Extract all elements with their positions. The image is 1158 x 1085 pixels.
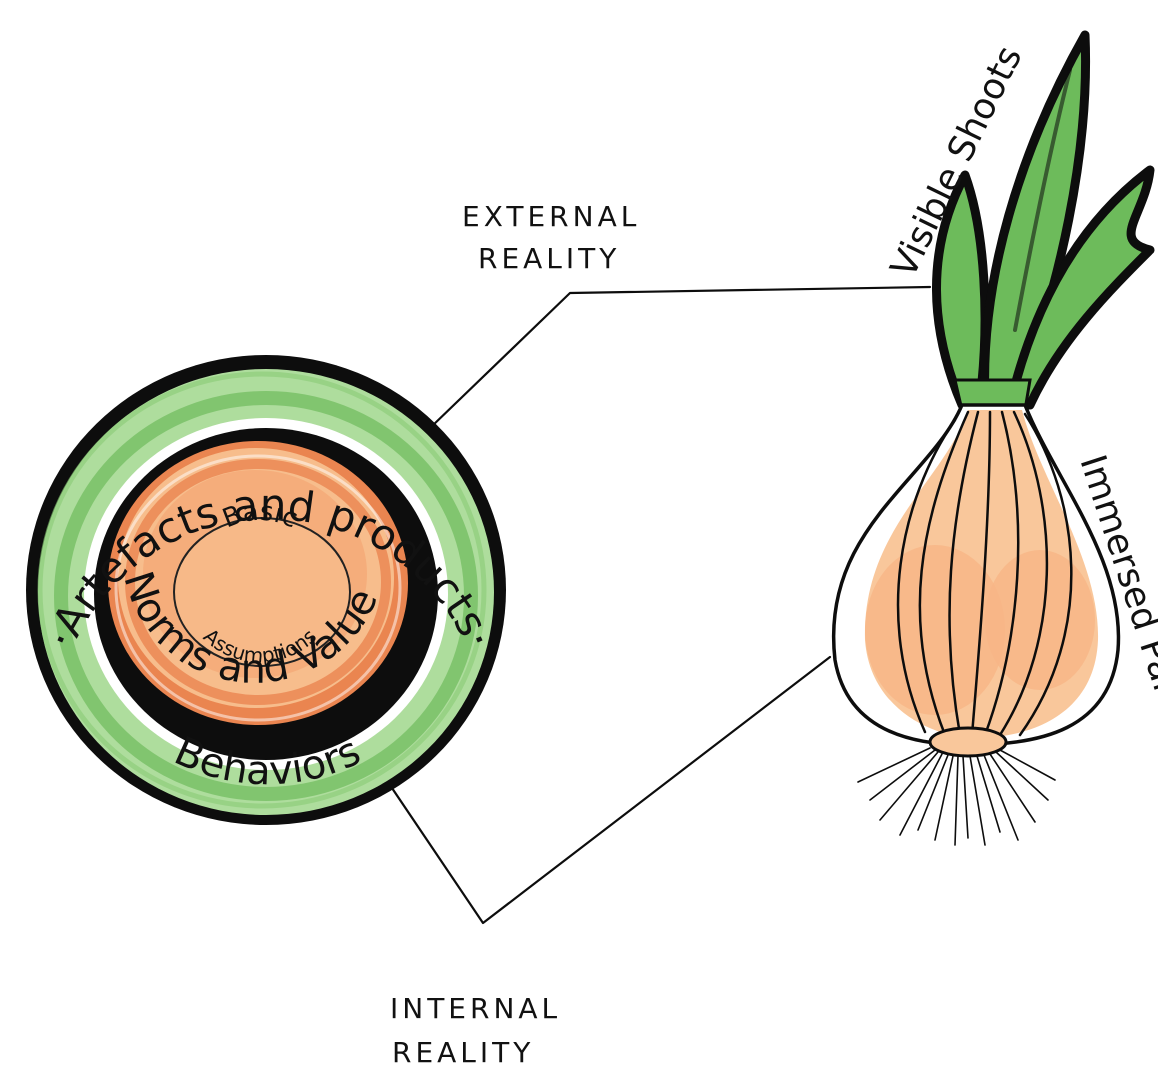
external-reality-connector bbox=[430, 287, 930, 428]
svg-text:EXTERNAL: EXTERNAL bbox=[462, 200, 640, 233]
svg-text:REALITY: REALITY bbox=[478, 242, 620, 275]
onion-plant-illustration bbox=[834, 35, 1150, 845]
external-reality-label: EXTERNAL REALITY bbox=[462, 200, 640, 275]
roots-icon bbox=[858, 748, 1055, 845]
svg-text:REALITY: REALITY bbox=[392, 1036, 534, 1069]
svg-text:INTERNAL: INTERNAL bbox=[390, 992, 561, 1025]
concentric-onion-cross-section: ·Artefacts and products· Behaviors Norms… bbox=[0, 0, 506, 825]
internal-reality-label: INTERNAL REALITY bbox=[390, 992, 561, 1069]
onion-bulb-icon bbox=[834, 405, 1119, 756]
